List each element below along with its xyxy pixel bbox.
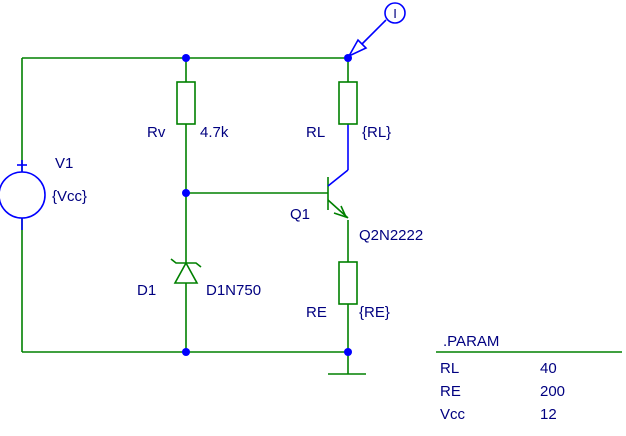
v1-ref-label: V1 xyxy=(55,155,73,172)
d1-value-label: D1N750 xyxy=(206,282,261,299)
resistor-rv[interactable]: Rv 4.7k xyxy=(147,81,229,141)
param-name-rl: RL xyxy=(440,360,459,377)
probe-symbol-label: I xyxy=(393,6,397,21)
resistor-rl-body-icon xyxy=(338,81,358,125)
rl-value-label: {RL} xyxy=(362,124,391,141)
param-name-re: RE xyxy=(440,383,461,400)
current-probe[interactable]: I xyxy=(347,2,406,58)
rv-ref-label: Rv xyxy=(147,124,166,141)
diode-triangle-icon xyxy=(173,261,199,284)
resistor-rv-body-icon xyxy=(176,81,196,125)
junction-dot xyxy=(344,348,352,356)
d1-ref-label: D1 xyxy=(137,282,156,299)
junction-dot xyxy=(182,54,190,62)
junction-dot xyxy=(344,54,352,62)
source-circle-icon xyxy=(0,171,46,219)
wires xyxy=(21,57,366,375)
param-value-vcc: 12 xyxy=(540,406,557,423)
voltage-source-v1[interactable]: V1 {Vcc} xyxy=(0,155,87,230)
param-value-rl: 40 xyxy=(540,360,557,377)
param-title: .PARAM xyxy=(443,333,499,350)
transistor-q1[interactable]: Q1 Q2N2222 xyxy=(290,169,423,244)
junction-dot xyxy=(182,348,190,356)
transistor-collector-icon xyxy=(327,169,349,187)
param-value-re: 200 xyxy=(540,383,565,400)
resistor-re[interactable]: RE {RE} xyxy=(306,261,390,321)
junction-dot xyxy=(182,189,190,197)
rl-ref-label: RL xyxy=(306,124,325,141)
rv-value-label: 4.7k xyxy=(200,124,229,141)
q1-ref-label: Q1 xyxy=(290,206,310,223)
v1-value-label: {Vcc} xyxy=(52,188,87,205)
re-ref-label: RE xyxy=(306,304,327,321)
junction-dots xyxy=(182,54,352,356)
resistor-rl[interactable]: RL {RL} xyxy=(306,81,391,141)
zener-diode-d1[interactable]: D1 D1N750 xyxy=(137,255,261,299)
param-name-vcc: Vcc xyxy=(440,406,466,423)
param-table[interactable]: .PARAM RL 40 RE 200 Vcc 12 xyxy=(436,333,622,423)
q1-value-label: Q2N2222 xyxy=(359,227,423,244)
emitter-arrow-icon xyxy=(333,205,348,219)
re-value-label: {RE} xyxy=(359,304,390,321)
probe-circle-icon xyxy=(384,2,406,24)
resistor-re-body-icon xyxy=(338,261,358,305)
